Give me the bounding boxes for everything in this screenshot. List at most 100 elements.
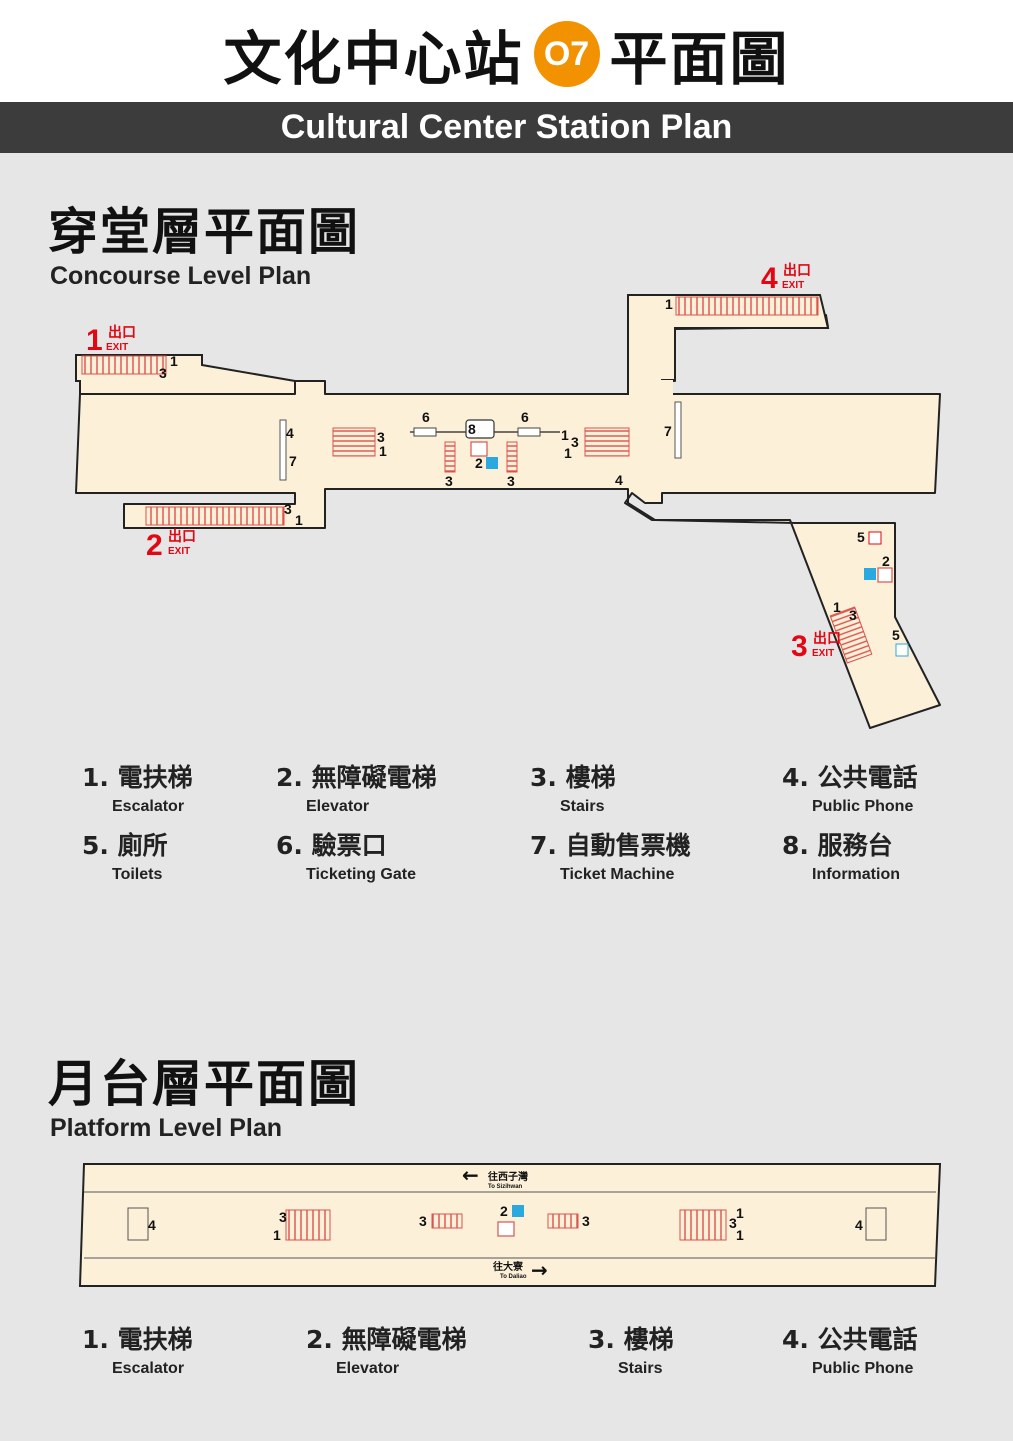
svg-text:1: 1 bbox=[86, 324, 103, 357]
arrow-right-icon: → bbox=[531, 1258, 548, 1282]
svg-text:EXIT: EXIT bbox=[168, 546, 190, 557]
concourse-right-stairs bbox=[584, 427, 630, 457]
label-n1-exit2: 1 bbox=[295, 512, 303, 528]
label-n3-exit3: 3 bbox=[849, 607, 857, 623]
platform-label-n3-right: 3 bbox=[729, 1215, 737, 1231]
label-n1-exit3: 1 bbox=[833, 599, 841, 615]
label-n6-right: 6 bbox=[521, 409, 529, 425]
header: 文化中心站 O7 平面圖 bbox=[0, 0, 1013, 102]
ticket-machine-right bbox=[674, 401, 682, 459]
title-suffix: 平面圖 bbox=[609, 25, 790, 93]
svg-text:往大寮: 往大寮 bbox=[493, 1260, 524, 1273]
label-n6-left: 6 bbox=[422, 409, 430, 425]
label-n3-center-a: 3 bbox=[445, 473, 453, 489]
label-n3-left-stairs: 3 bbox=[377, 429, 385, 445]
svg-text:往西子灣: 往西子灣 bbox=[488, 1170, 528, 1183]
platform-title-zh: 月台層平面圖 bbox=[48, 1055, 360, 1113]
svg-text:出口: 出口 bbox=[108, 324, 136, 341]
label-n7-left: 7 bbox=[289, 453, 297, 469]
subtitle-bar: Cultural Center Station Plan bbox=[0, 102, 1013, 153]
concourse-plan: 1 3 3 1 1 4 7 3 1 6 6 8 2 3 3 1 3 1 7 4 … bbox=[75, 262, 941, 729]
label-n2-center: 2 bbox=[475, 455, 483, 471]
svg-text:EXIT: EXIT bbox=[812, 648, 834, 659]
label-n3-right: 3 bbox=[571, 434, 579, 450]
exit-1-marker: 1 出口 EXIT bbox=[86, 324, 136, 357]
platform-label-n3-lstair: 3 bbox=[419, 1213, 427, 1229]
platform-phone-right bbox=[865, 1207, 887, 1241]
direction-west: ← 往西子灣 To Sizihwan bbox=[462, 1163, 528, 1190]
exit-2-marker: 2 出口 EXIT bbox=[146, 528, 196, 562]
svg-text:出口: 出口 bbox=[783, 262, 811, 279]
elevator-east bbox=[877, 567, 893, 583]
concourse-title-en: Concourse Level Plan bbox=[50, 262, 312, 290]
legend-escalator: 1. 電扶梯 Escalator bbox=[82, 763, 193, 815]
svg-text:EXIT: EXIT bbox=[782, 280, 804, 291]
svg-text:2: 2 bbox=[146, 529, 163, 562]
legend-ticket-machine: 7. 自動售票機 Ticket Machine bbox=[530, 831, 691, 883]
platform-right-escalator bbox=[679, 1209, 727, 1241]
svg-text:3: 3 bbox=[791, 630, 808, 663]
label-n3-center-b: 3 bbox=[507, 473, 515, 489]
svg-text:出口: 出口 bbox=[168, 528, 196, 545]
label-n4-right: 4 bbox=[615, 472, 623, 488]
label-n1-left-stairs: 1 bbox=[379, 443, 387, 459]
elevator-icon-east bbox=[864, 568, 876, 580]
direction-east: 往大寮 To Daliao → bbox=[493, 1258, 548, 1282]
ticket-gate-right bbox=[517, 427, 541, 437]
page-title: 文化中心站 O7 平面圖 bbox=[0, 14, 1013, 94]
legend-elevator: 2. 無障礙電梯 Elevator bbox=[276, 763, 437, 815]
station-name: 文化中心站 bbox=[223, 25, 524, 93]
label-n1-exit1: 1 bbox=[170, 353, 178, 369]
label-n2-east: 2 bbox=[882, 553, 890, 569]
concourse-left-stairs bbox=[332, 427, 376, 457]
exit-3-marker: 3 出口 EXIT bbox=[791, 630, 841, 663]
legend-ticketing-gate: 6. 驗票口 Ticketing Gate bbox=[276, 831, 416, 883]
legend-public-phone: 4. 公共電話 Public Phone bbox=[782, 763, 918, 815]
platform-label-n2: 2 bbox=[500, 1203, 508, 1219]
platform-left-stairs bbox=[431, 1213, 463, 1229]
platform-left-escalator bbox=[285, 1209, 331, 1241]
toilet-icon-b bbox=[895, 643, 909, 657]
label-n1-exit4: 1 bbox=[665, 296, 673, 312]
legend-toilets: 5. 廁所 Toilets bbox=[82, 831, 168, 883]
concourse-center-stair-b bbox=[506, 441, 518, 473]
ticket-gate-left bbox=[413, 427, 437, 437]
legend-information: 8. 服務台 Information bbox=[782, 831, 900, 883]
concourse-title-zh: 穿堂層平面圖 bbox=[48, 203, 360, 261]
platform-elevator bbox=[497, 1221, 515, 1237]
subtitle: Cultural Center Station Plan bbox=[280, 108, 733, 146]
platform-elevator-icon bbox=[512, 1205, 524, 1217]
platform-label-n1-right-b: 1 bbox=[736, 1227, 744, 1243]
label-n7-right: 7 bbox=[664, 423, 672, 439]
exit-4-marker: 4 出口 EXIT bbox=[761, 262, 811, 295]
svg-text:出口: 出口 bbox=[813, 630, 841, 647]
label-n5-a: 5 bbox=[857, 529, 865, 545]
exit4-escalator bbox=[675, 296, 819, 316]
svg-text:4: 4 bbox=[761, 262, 778, 295]
concourse-center-stair-a bbox=[444, 441, 456, 473]
label-n1-right-b: 1 bbox=[564, 445, 572, 461]
elevator-center bbox=[470, 441, 488, 457]
label-n8: 8 bbox=[468, 421, 476, 437]
platform-right-stairs bbox=[547, 1213, 579, 1229]
svg-text:EXIT: EXIT bbox=[106, 342, 128, 353]
exit2-escalator bbox=[145, 506, 285, 526]
label-n5-b: 5 bbox=[892, 627, 900, 643]
platform-legend-public-phone: 4. 公共電話 Public Phone bbox=[782, 1325, 918, 1377]
ticket-machine-left bbox=[279, 419, 287, 481]
label-n4-left: 4 bbox=[286, 425, 294, 441]
exit3-stairs bbox=[829, 606, 873, 664]
platform-plan: ← 往西子灣 To Sizihwan 往大寮 To Daliao → 4 3 1… bbox=[78, 1163, 942, 1287]
toilet-icon-a bbox=[868, 531, 882, 545]
platform-legend-stairs: 3. 樓梯 Stairs bbox=[588, 1325, 674, 1377]
platform-legend-escalator: 1. 電扶梯 Escalator bbox=[82, 1325, 193, 1377]
label-n1-right-a: 1 bbox=[561, 427, 569, 443]
platform-label-n3-left: 3 bbox=[279, 1209, 287, 1225]
station-code-badge: O7 bbox=[533, 21, 600, 87]
info-desk bbox=[465, 419, 495, 439]
arrow-left-icon: ← bbox=[462, 1163, 479, 1187]
platform-phone-left bbox=[127, 1207, 149, 1241]
platform-title-en: Platform Level Plan bbox=[50, 1114, 283, 1142]
svg-text:To Daliao: To Daliao bbox=[500, 1274, 527, 1280]
platform-label-n1-right-a: 1 bbox=[736, 1205, 744, 1221]
